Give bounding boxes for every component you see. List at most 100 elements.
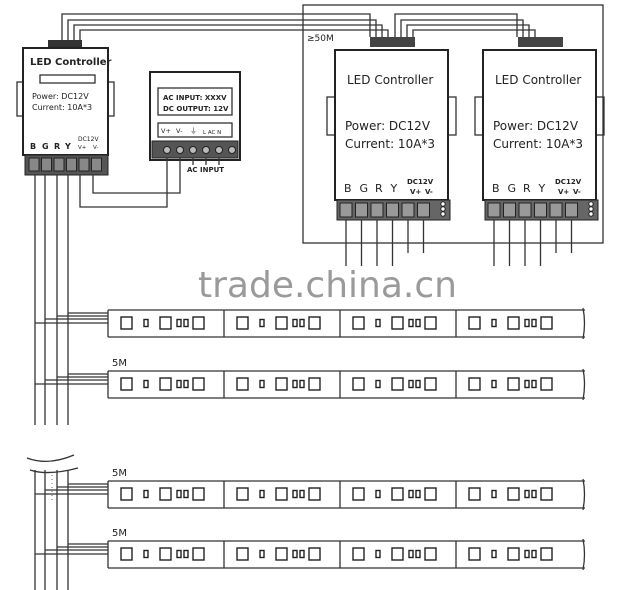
channel-g: G xyxy=(360,182,369,195)
led-chip xyxy=(391,377,404,391)
terminal-screw xyxy=(215,146,223,154)
ps-ac-input-spec: AC INPUT: XXXV xyxy=(163,94,227,102)
terminal-screw xyxy=(401,202,415,218)
terminal-screw xyxy=(163,146,171,154)
mount-ear-right xyxy=(447,96,457,136)
watermark: trade.china.cn xyxy=(198,265,457,306)
led-chip xyxy=(275,487,288,501)
led-chip xyxy=(192,316,205,330)
led-chip xyxy=(236,316,249,330)
strip-length-label: 5M xyxy=(112,528,127,539)
ps-dc-output-spec: DC OUTPUT: 12V xyxy=(163,105,229,113)
led-chip xyxy=(308,547,321,561)
resistor xyxy=(408,318,414,328)
strip-cut-end xyxy=(582,307,586,340)
led-strip-3: 5M xyxy=(35,468,586,511)
led-chip xyxy=(352,487,365,501)
resistor xyxy=(531,318,537,328)
power-spec: Power: DC12V xyxy=(493,119,579,133)
strip-outline xyxy=(107,540,585,569)
channel-y: Y xyxy=(390,182,398,195)
strip-length-label: 5M xyxy=(112,358,127,369)
terminal-screw xyxy=(41,157,52,172)
resistor xyxy=(415,318,421,328)
resistor xyxy=(176,489,182,499)
power-spec: Power: DC12V xyxy=(345,119,431,133)
led-chip xyxy=(507,547,520,561)
led-chip xyxy=(308,377,321,391)
resistor xyxy=(524,379,530,389)
led-chip xyxy=(468,547,481,561)
power-supply: AC INPUT: XXXV DC OUTPUT: 12V V+ V- ⏚ L … xyxy=(149,71,241,174)
led-chip xyxy=(391,316,404,330)
led-chip xyxy=(540,377,553,391)
dc-label: DC12V xyxy=(407,178,434,186)
vminus-label: V- xyxy=(93,145,98,151)
led-strip-2: 5M xyxy=(35,358,586,401)
channel-b: B xyxy=(344,182,352,195)
led-chip xyxy=(275,377,288,391)
resistor xyxy=(259,379,265,389)
led-strip-1 xyxy=(35,307,586,340)
strip-length-label: 5M xyxy=(112,468,127,479)
led-chip xyxy=(468,487,481,501)
signal-bus xyxy=(61,13,536,42)
led-chip xyxy=(424,487,437,501)
resistor xyxy=(375,489,381,499)
controller-title: LED Controller xyxy=(347,73,433,87)
resistor xyxy=(375,379,381,389)
signal-connector xyxy=(48,40,82,48)
terminal-screw xyxy=(518,202,532,218)
led-chip xyxy=(159,377,172,391)
resistor xyxy=(143,549,149,559)
terminal-screw xyxy=(91,157,102,172)
resistor xyxy=(176,318,182,328)
terminal-screw xyxy=(339,202,353,218)
terminal-screw xyxy=(228,146,236,154)
terminal-screw xyxy=(189,146,197,154)
resistor xyxy=(292,549,298,559)
resistor xyxy=(183,318,189,328)
led-chip xyxy=(159,487,172,501)
resistor xyxy=(415,549,421,559)
resistor xyxy=(408,379,414,389)
led-chip xyxy=(468,377,481,391)
resistor xyxy=(531,379,537,389)
led-chip xyxy=(352,316,365,330)
led-chip xyxy=(236,487,249,501)
ps-terminal-vplus: V+ xyxy=(161,127,171,135)
strip-cut-end xyxy=(582,478,586,511)
led-chip xyxy=(391,547,404,561)
current-spec: Current: 10A*3 xyxy=(345,137,435,151)
led-chip xyxy=(352,377,365,391)
resistor xyxy=(415,379,421,389)
strip-outline xyxy=(107,370,585,399)
resistor xyxy=(524,489,530,499)
terminal-screw xyxy=(534,202,547,218)
resistor xyxy=(259,489,265,499)
ground-icon: ⏚ xyxy=(190,127,197,135)
vplus-label: V+ xyxy=(78,145,87,151)
led-chip xyxy=(120,547,133,561)
resistor xyxy=(259,549,265,559)
controller-title: LED Controller xyxy=(30,57,112,68)
resistor xyxy=(176,379,182,389)
led-strip-4: 5M xyxy=(35,528,586,571)
resistor xyxy=(292,489,298,499)
channel-y: Y xyxy=(538,182,546,195)
power-spec: Power: DC12V xyxy=(32,92,89,101)
resistor xyxy=(491,318,497,328)
led-chip xyxy=(192,547,205,561)
resistor xyxy=(299,379,305,389)
channel-b: B xyxy=(30,142,36,151)
terminal-screw xyxy=(202,146,210,154)
vminus-label: V- xyxy=(573,188,581,196)
terminal-screw xyxy=(503,202,516,218)
ac-input-label: AC INPUT xyxy=(187,166,224,174)
terminal-screw xyxy=(53,157,65,172)
resistor xyxy=(183,489,189,499)
resistor xyxy=(176,549,182,559)
led-chip xyxy=(424,377,437,391)
resistor xyxy=(524,549,530,559)
terminal-screw xyxy=(487,202,501,218)
